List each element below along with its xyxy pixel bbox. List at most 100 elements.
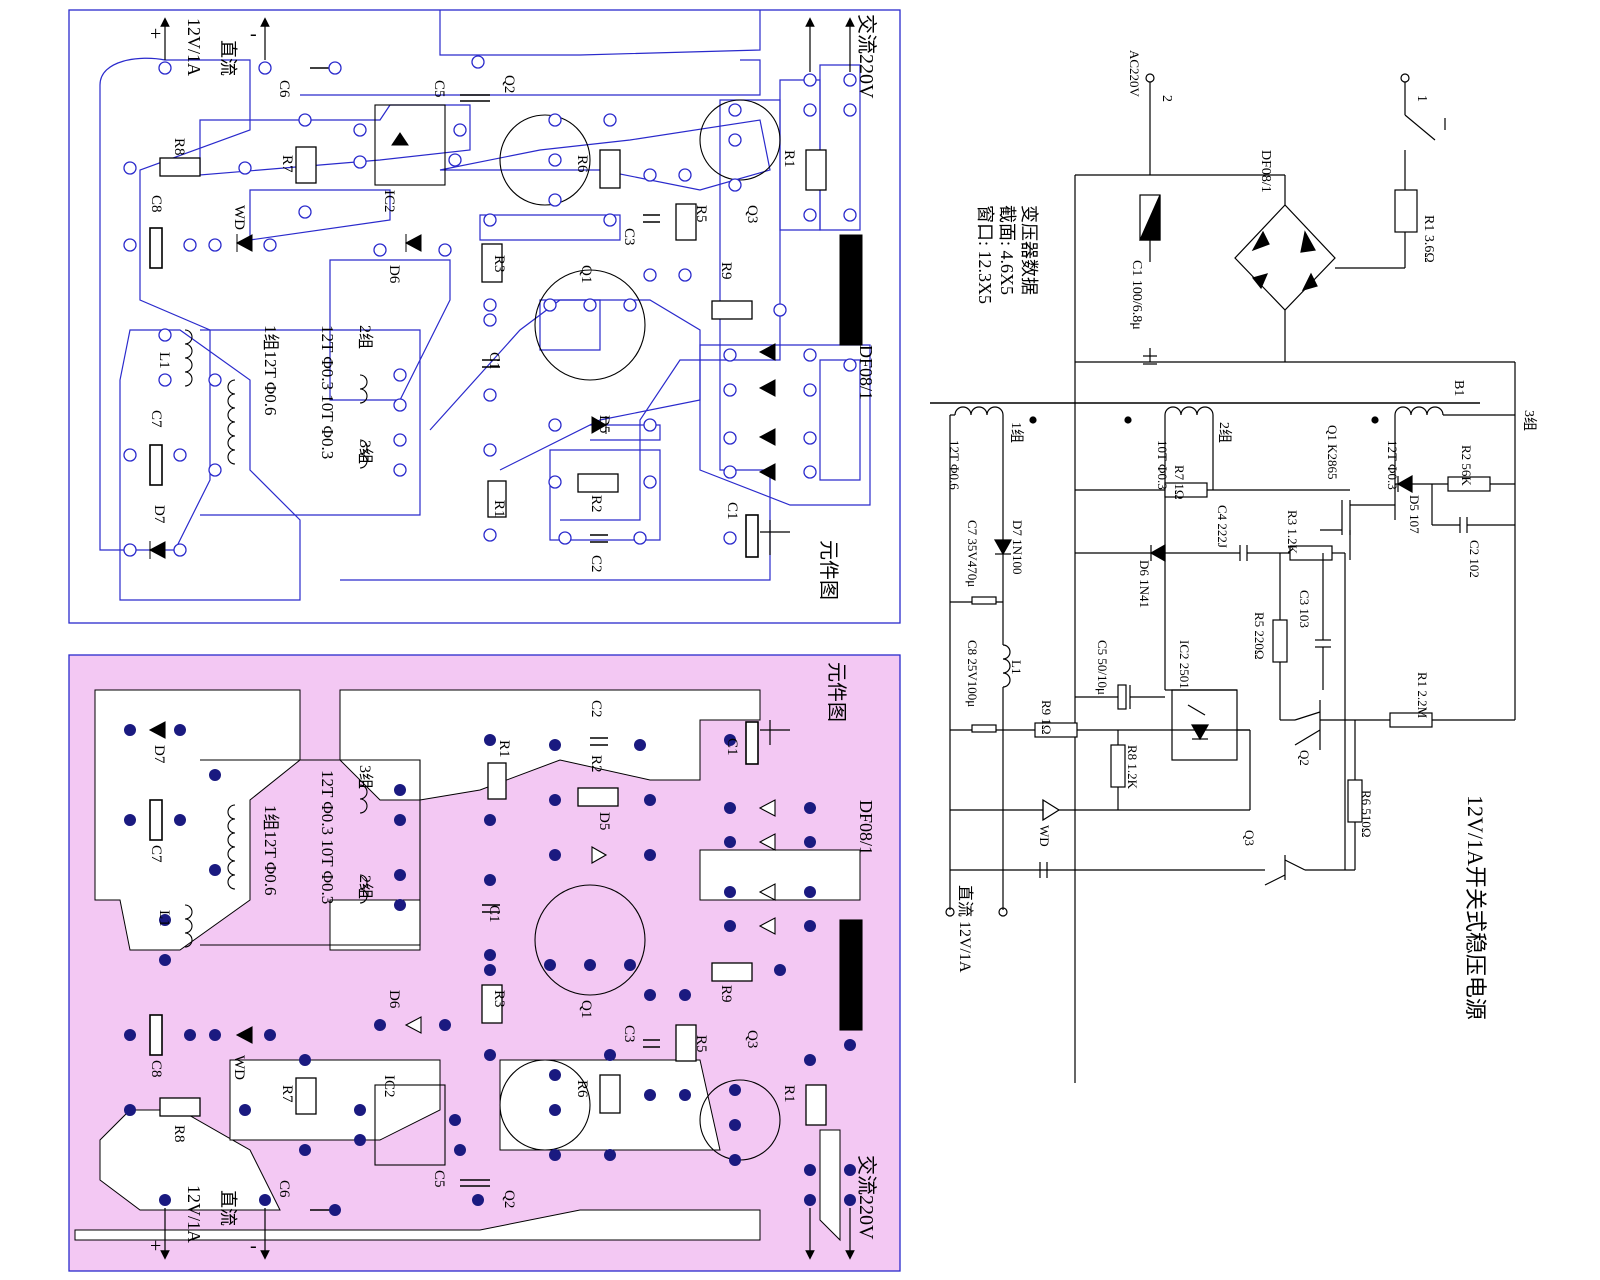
top-c6: C6: [276, 80, 292, 98]
xfmr-title: 变压器数据: [1019, 205, 1039, 295]
top-rectifier-label: DF08/1: [856, 345, 876, 400]
top-group-2: 2组: [356, 325, 374, 349]
bottom-rectifier-label: DF08/1: [856, 800, 876, 855]
top-r1: R1: [491, 500, 507, 518]
xfmr-core: 截面: 4.6X5: [997, 205, 1017, 295]
bottom-wd: WD: [231, 1055, 247, 1080]
sch-g1: 1组: [1008, 422, 1024, 443]
top-pads: [123, 55, 857, 557]
sch-r6-label: R6 510Ω: [1359, 790, 1374, 838]
sch-w2: 10T Φ0.3: [1155, 440, 1170, 490]
top-c5: C5: [431, 80, 447, 98]
top-c2: C2: [588, 555, 604, 573]
top-d5: D5: [596, 415, 612, 433]
bottom-q1: Q1: [578, 1000, 594, 1018]
bottom-dc-label: 直流: [218, 1190, 238, 1226]
sch-c2-label: C2 102: [1467, 540, 1482, 578]
top-transformer-coils: [184, 329, 368, 469]
top-r5: R5: [693, 205, 709, 223]
bottom-d7: D7: [151, 745, 167, 764]
top-diodes: [148, 132, 863, 559]
sch-q2-label: Q2: [1297, 750, 1312, 766]
top-transistor-outlines: [374, 99, 781, 381]
top-dc-rating: 12V/1A: [184, 18, 204, 76]
top-group-3: 3组: [356, 440, 374, 464]
top-r6: R6: [574, 155, 590, 173]
sch-ic2: [1165, 689, 1251, 810]
top-c7: C7: [148, 410, 164, 428]
bottom-r2: R2: [588, 755, 604, 773]
bottom-d5: D5: [596, 812, 612, 830]
top-q2: Q2: [501, 75, 517, 93]
top-q1: Q1: [578, 265, 594, 283]
bottom-c1-ac: C1: [724, 738, 740, 756]
sch-l1-label: L1: [1009, 660, 1024, 674]
bottom-r7: R9: [718, 985, 734, 1003]
sch-c3-r5: [1272, 553, 1331, 720]
top-view-label: 元件图: [817, 540, 840, 600]
bottom-view-label: 元件图: [825, 662, 848, 722]
pcb-bottom-view: + - 12V/1A 直流 交流220V DF08/1 元件图 1组12T Φ0…: [68, 654, 901, 1272]
xfmr-window: 窗口: 12.3X5: [975, 205, 995, 304]
schematic: [930, 73, 1516, 1083]
top-io-arrows: [160, 17, 855, 555]
sch-r7-branch: [1075, 482, 1350, 498]
bottom-q3: Q3: [744, 1030, 760, 1048]
bottom-winding-2: 12T Φ0.3 10T Φ0.3: [318, 770, 337, 904]
sch-r5-label: R5 220Ω: [1252, 612, 1267, 660]
sch-bridge: [1234, 175, 1405, 362]
top-r7: R9: [718, 262, 734, 280]
sch-r1-in: R1 3.6Ω: [1421, 215, 1436, 263]
top-r2: R2: [588, 495, 604, 513]
top-q3: Q3: [744, 205, 760, 223]
bottom-io-arrows: [160, 720, 855, 1260]
sch-r1-fb-label: R1 2.2M: [1415, 672, 1430, 719]
sch-c1: [1139, 194, 1161, 262]
sch-c5-label: C5 50/10μ: [1095, 640, 1110, 695]
bottom-group-2: 2组: [356, 875, 374, 899]
bottom-c8: C8: [148, 1060, 164, 1078]
sch-d7-label: D7 1N100: [1010, 520, 1025, 575]
top-labels: + - 12V/1A 直流 交流220V DF08/1 元件图 1组12T Φ0…: [148, 14, 878, 600]
bottom-labels: + - 12V/1A 直流 交流220V DF08/1 元件图 1组12T Φ0…: [148, 662, 878, 1257]
top-r3: R3: [491, 255, 507, 273]
top-d7: D7: [151, 505, 167, 524]
sch-q1: [1320, 500, 1395, 560]
bottom-c3: C3: [621, 1025, 637, 1043]
sch-q3-label: Q3: [1242, 830, 1257, 846]
sch-r2-label: R2 56K: [1459, 445, 1474, 486]
top-minus-label: -: [250, 23, 257, 45]
bottom-solder-pads: [124, 724, 856, 1216]
sch-d5-label: D5 107: [1407, 495, 1422, 534]
top-wd: WD: [231, 205, 247, 230]
bottom-c1: C1: [486, 905, 502, 923]
sch-w3: 12T Φ0.3: [1385, 440, 1400, 490]
sch-c1-label: C1 100/6.8μ: [1129, 260, 1144, 330]
sch-snubber: [1395, 474, 1515, 533]
bottom-plus-label: +: [150, 1235, 161, 1257]
bottom-r1: R1: [496, 740, 512, 758]
bottom-c5: C5: [431, 1170, 447, 1188]
schematic-labels: AC220V 2 1 DF08/1 R1 3.6Ω C1 100/6.8μ B1…: [947, 50, 1537, 1020]
top-winding-2: 12T Φ0.3 10T Φ0.3: [318, 325, 337, 459]
sch-r7-label: R7 1Ω: [1172, 465, 1187, 500]
sch-output: [945, 539, 1250, 917]
bottom-diodes: [148, 721, 863, 1044]
sch-wd-label: WD: [1037, 825, 1052, 847]
bottom-minus-label: -: [250, 1235, 257, 1257]
sch-bridge-label: DF08/1: [1258, 150, 1273, 193]
bottom-ac-label: 交流220V: [855, 1155, 878, 1240]
bottom-r6: R6: [574, 1080, 590, 1098]
bottom-dc-rating: 12V/1A: [184, 1185, 204, 1243]
sch-d6-branch: [1075, 543, 1346, 870]
sch-r9-label: R9 1Ω: [1039, 700, 1054, 735]
sch-c7-label: C7 35V470μ: [965, 520, 980, 587]
bottom-group-3: 3组: [356, 765, 374, 789]
top-resistors: [159, 146, 827, 518]
bottom-ic2: IC2: [381, 1075, 397, 1098]
top-r1-ac: R1: [781, 150, 797, 168]
top-c3: C3: [621, 228, 637, 246]
sch-b1-label: B1: [1451, 380, 1466, 396]
